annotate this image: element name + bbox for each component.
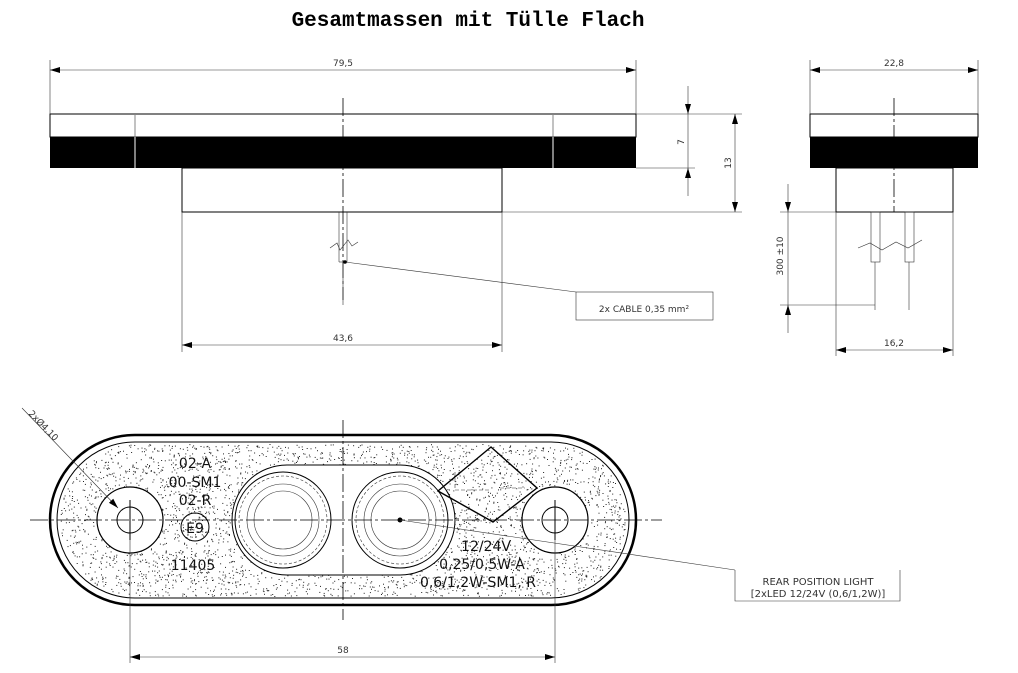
drawing-title: Gesamtmassen mit Tülle Flach bbox=[292, 10, 645, 33]
cable-callout: 2x CABLE 0,35 mm² bbox=[599, 305, 690, 315]
top-view: 02-A 00-SM1 02-R E9 11405 12/24V 0,25/0,… bbox=[21, 407, 901, 663]
dim-height-total: 13 bbox=[724, 157, 734, 168]
hole-leader bbox=[21, 407, 119, 509]
dim-height-top: 7 bbox=[677, 139, 687, 145]
marking-02r: 02-R bbox=[179, 493, 212, 509]
marking-power-a: 0,25/0,5W-A bbox=[439, 557, 525, 573]
marking-voltage: 12/24V bbox=[461, 539, 511, 555]
grommet-body bbox=[181, 167, 503, 213]
product-leader bbox=[399, 519, 736, 571]
rear-light-symbol bbox=[436, 446, 539, 523]
hole-callout: 2xØ4,10 bbox=[26, 408, 61, 443]
cable-leader bbox=[344, 261, 577, 293]
dim-length: 79,5 bbox=[333, 59, 353, 69]
dim-end-width: 22,8 bbox=[884, 59, 904, 69]
dim-hole-spacing: 58 bbox=[337, 646, 349, 656]
cable-pins bbox=[857, 211, 923, 310]
dim-body-width: 43,6 bbox=[333, 334, 353, 344]
marking-02a: 02-A bbox=[179, 456, 212, 472]
dim-end-body-width: 16,2 bbox=[884, 339, 904, 349]
approval-number: 11405 bbox=[171, 558, 216, 574]
e-mark-circle bbox=[180, 512, 210, 542]
product-callout-line1: REAR POSITION LIGHT bbox=[763, 577, 875, 588]
cable-callout-box bbox=[575, 291, 714, 321]
marking-00sm1: 00-SM1 bbox=[169, 475, 222, 491]
marking-power-sm1: 0,6/1,2W-SM1, R bbox=[420, 575, 536, 591]
end-view: 22,8 16,2 300 ±10 bbox=[776, 59, 979, 356]
dim-cable-length: 300 ±10 bbox=[776, 236, 786, 275]
approval-mark: E9 bbox=[186, 521, 204, 537]
product-callout-line2: [2xLED 12/24V (0,6/1,2W)] bbox=[751, 589, 886, 600]
cable bbox=[329, 212, 359, 305]
side-view: 2x CABLE 0,35 mm² 79,5 7 13 43,6 bbox=[49, 59, 742, 352]
